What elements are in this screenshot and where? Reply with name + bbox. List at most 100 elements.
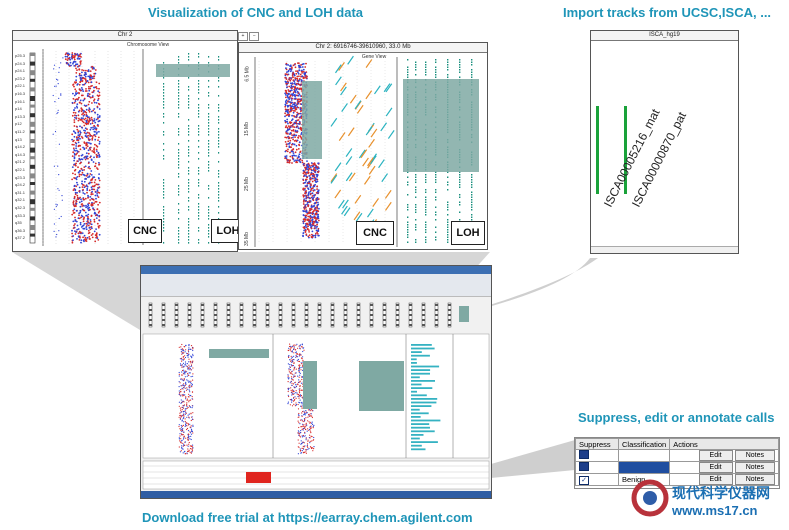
scatter-point — [73, 109, 76, 112]
scatter-point — [75, 72, 78, 74]
scatter-point — [82, 220, 85, 223]
scatter-point — [74, 230, 76, 233]
classification-cell[interactable] — [617, 461, 671, 474]
scatter-point — [94, 165, 97, 168]
mini-band — [201, 319, 204, 321]
loh-marker — [447, 231, 449, 233]
scatter-point — [305, 173, 307, 176]
scatter-point — [314, 180, 317, 183]
scatter-point — [298, 135, 300, 137]
scatter-point — [285, 145, 288, 148]
app-scatter-point — [302, 365, 304, 367]
notes-button[interactable]: Notes — [734, 462, 775, 473]
scatter-point — [287, 110, 289, 113]
loh-marker — [218, 206, 220, 208]
scatter-point — [290, 77, 292, 79]
scatter-point — [83, 142, 86, 144]
scatter-point — [292, 136, 294, 139]
scatter-point — [308, 180, 311, 183]
scatter-point — [295, 72, 298, 75]
scatter-point — [78, 68, 81, 71]
loh-marker — [163, 191, 165, 193]
scatter-point — [284, 121, 287, 124]
isca-scrollbar[interactable] — [591, 246, 738, 253]
app-scatter-point — [189, 432, 192, 434]
loh-marker — [178, 233, 180, 235]
app-scatter-point — [184, 385, 186, 387]
scatter-point — [304, 187, 306, 190]
notes-button[interactable]: Notes — [734, 474, 775, 485]
scatter-point — [73, 56, 76, 59]
app-scatter-point — [188, 374, 190, 377]
scatter-point — [305, 233, 308, 236]
scatter-point — [83, 129, 85, 132]
suppress-checkbox[interactable]: ✓ — [575, 473, 619, 486]
loh-marker — [218, 77, 220, 79]
edit-button[interactable]: Edit — [698, 462, 733, 473]
scatter-point — [72, 235, 75, 237]
zoom-out-icon[interactable]: − — [249, 32, 260, 41]
app-scatter-point — [186, 399, 188, 401]
loh-marker — [447, 234, 449, 236]
app-scatter-point — [299, 388, 301, 390]
suppress-checkbox[interactable] — [575, 449, 619, 462]
loh-marker — [218, 107, 220, 109]
app-scatter-point — [191, 356, 193, 358]
app-scatter-point — [302, 423, 304, 425]
track-bar — [411, 412, 429, 415]
track-bar — [411, 437, 420, 440]
edit-button[interactable]: Edit — [698, 450, 733, 461]
app-scatter-point — [291, 350, 293, 352]
app-scatter-point — [304, 414, 306, 416]
scatter-point — [292, 125, 294, 128]
scatter-point — [75, 105, 78, 108]
loh-marker — [188, 128, 190, 130]
scatter-point — [290, 86, 293, 88]
scatter-point — [86, 145, 89, 148]
app-scatter-point — [291, 392, 293, 394]
scatter-point — [75, 185, 78, 188]
scatter-point — [295, 120, 297, 122]
mini-band — [279, 324, 282, 326]
scatter-point — [98, 233, 101, 236]
app-scatter-point — [185, 381, 187, 383]
app-scatter-point — [181, 425, 183, 427]
mini-band — [227, 304, 230, 306]
scatter-point — [74, 131, 77, 134]
app-scatter-point — [184, 420, 186, 423]
zoom-in-icon[interactable]: + — [238, 32, 248, 41]
zoom-buttons[interactable]: + − — [238, 32, 260, 41]
classification-cell[interactable] — [617, 449, 671, 462]
gene-label — [345, 156, 353, 165]
loh-marker — [218, 200, 220, 202]
scatter-point — [285, 78, 288, 80]
suppress-checkbox[interactable] — [575, 461, 619, 474]
scatter-point — [76, 106, 79, 109]
loh-marker — [178, 113, 180, 115]
app-scatter-point — [303, 410, 305, 412]
mini-band — [422, 304, 425, 306]
scatter-point — [95, 118, 98, 121]
scatter-point — [295, 144, 298, 147]
scatter-point — [304, 66, 307, 68]
app-scatter-point — [189, 386, 191, 388]
band-label: q35 — [15, 220, 22, 226]
track-bar — [411, 383, 422, 386]
notes-button[interactable]: Notes — [734, 450, 775, 461]
scatter-point — [95, 214, 98, 217]
scatter-point — [66, 55, 69, 58]
scatter-point — [88, 231, 91, 234]
scatter-point — [80, 161, 82, 164]
scatter-point — [87, 152, 90, 155]
scatter-point — [296, 87, 299, 89]
scatter-point — [97, 151, 100, 154]
loh-marker — [435, 176, 437, 178]
scatter-point — [284, 157, 286, 160]
scatter-point — [308, 234, 311, 237]
app-scatter-point — [293, 367, 295, 369]
caption-download[interactable]: Download free trial at https://earray.ch… — [142, 510, 473, 525]
scatter-point — [73, 197, 76, 199]
app-scatter-point — [313, 439, 315, 441]
scatter-point — [80, 198, 82, 201]
scatter-point — [94, 121, 97, 124]
